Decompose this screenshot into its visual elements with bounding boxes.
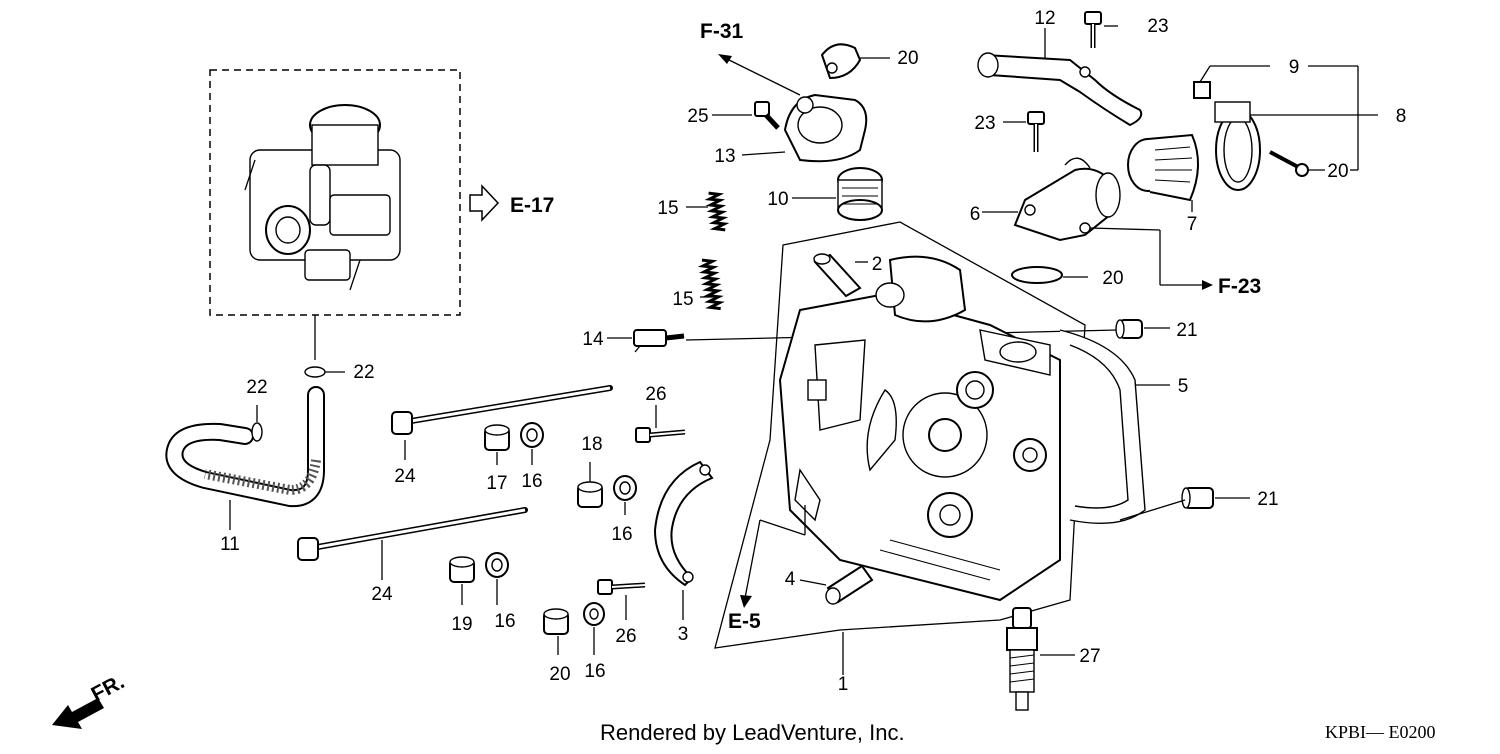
flange-bolt[interactable] bbox=[1027, 111, 1045, 152]
spring[interactable] bbox=[704, 191, 730, 232]
temperature-sensor[interactable] bbox=[633, 329, 685, 353]
callout-27[interactable]: 27 bbox=[1079, 646, 1100, 667]
dowel-pin[interactable] bbox=[813, 253, 862, 298]
washer[interactable] bbox=[485, 552, 509, 578]
callout-3[interactable]: 3 bbox=[678, 624, 689, 645]
washer[interactable] bbox=[613, 475, 637, 501]
callout-26[interactable]: 26 bbox=[645, 384, 666, 405]
callout-12[interactable]: 12 bbox=[1034, 8, 1055, 29]
callout-16[interactable]: 16 bbox=[494, 611, 515, 632]
dowel-pin[interactable] bbox=[1181, 487, 1214, 509]
callout-9[interactable]: 9 bbox=[1289, 57, 1300, 78]
dowel-pin[interactable] bbox=[825, 564, 874, 605]
flange-bolt[interactable] bbox=[635, 427, 686, 443]
callout-1[interactable]: 1 bbox=[838, 674, 849, 695]
washer[interactable] bbox=[583, 602, 605, 626]
callout-23[interactable]: 23 bbox=[1147, 16, 1168, 37]
reference-label-f23: F-23 bbox=[1218, 275, 1261, 298]
callout-15[interactable]: 15 bbox=[657, 198, 678, 219]
callout-20[interactable]: 20 bbox=[1327, 161, 1348, 182]
hose-clip[interactable] bbox=[304, 366, 326, 378]
flange-bolt[interactable] bbox=[597, 579, 646, 595]
diagram-code: KPBI— E0200 bbox=[1325, 722, 1436, 742]
clamp-screw[interactable] bbox=[1269, 150, 1309, 177]
washer[interactable] bbox=[520, 422, 544, 448]
dowel-pin[interactable] bbox=[1115, 319, 1143, 339]
callout-19[interactable]: 19 bbox=[451, 614, 472, 635]
spark-plug[interactable] bbox=[1006, 607, 1038, 711]
hose-clip[interactable] bbox=[251, 422, 263, 442]
callout-16[interactable]: 16 bbox=[584, 661, 605, 682]
callout-16[interactable]: 16 bbox=[521, 471, 542, 492]
cylinder-head[interactable] bbox=[714, 221, 1146, 649]
callout-24[interactable]: 24 bbox=[394, 466, 416, 487]
flange-bolt[interactable] bbox=[1084, 11, 1102, 48]
flange-bolt[interactable] bbox=[754, 101, 780, 130]
throttle-cable-bracket[interactable] bbox=[977, 52, 1143, 127]
insulator[interactable] bbox=[1127, 133, 1200, 202]
band-clamp[interactable] bbox=[1214, 101, 1261, 191]
callout-18[interactable]: 18 bbox=[581, 434, 602, 455]
cam-chain-guide[interactable] bbox=[653, 460, 714, 587]
callout-20[interactable]: 20 bbox=[897, 48, 918, 69]
stud-bolt[interactable] bbox=[297, 507, 528, 561]
reference-label-e17: E-17 bbox=[510, 194, 554, 217]
callout-2[interactable]: 2 bbox=[872, 254, 883, 275]
nut[interactable] bbox=[577, 481, 603, 508]
callout-4[interactable]: 4 bbox=[785, 569, 796, 590]
nut[interactable] bbox=[449, 556, 475, 583]
spring[interactable] bbox=[697, 258, 725, 311]
o-ring[interactable] bbox=[1011, 266, 1063, 284]
thermostat[interactable] bbox=[837, 167, 883, 221]
callout-23[interactable]: 23 bbox=[974, 113, 995, 134]
callout-16[interactable]: 16 bbox=[611, 524, 632, 545]
callout-14[interactable]: 14 bbox=[582, 329, 604, 350]
callout-20[interactable]: 20 bbox=[549, 664, 570, 685]
callout-17[interactable]: 17 bbox=[486, 473, 507, 494]
callout-24[interactable]: 24 bbox=[371, 584, 393, 605]
hose-clamp[interactable] bbox=[820, 43, 862, 80]
callout-7[interactable]: 7 bbox=[1187, 214, 1198, 235]
callout-6[interactable]: 6 bbox=[970, 204, 981, 225]
callout-22[interactable]: 22 bbox=[353, 362, 374, 383]
callout-22[interactable]: 22 bbox=[246, 377, 267, 398]
callout-26[interactable]: 26 bbox=[615, 626, 636, 647]
callout-25[interactable]: 25 bbox=[687, 106, 708, 127]
reference-arrow-e17[interactable]: E-17 bbox=[469, 184, 554, 222]
callout-20[interactable]: 20 bbox=[1102, 268, 1123, 289]
callout-11[interactable]: 11 bbox=[220, 534, 240, 555]
callout-13[interactable]: 13 bbox=[714, 146, 735, 167]
callout-15[interactable]: 15 bbox=[672, 289, 693, 310]
credit-text: Rendered by LeadVenture, Inc. bbox=[600, 720, 905, 745]
reference-label-f31: F-31 bbox=[700, 20, 744, 43]
carburetor-assembly[interactable] bbox=[209, 69, 461, 316]
callout-10[interactable]: 10 bbox=[767, 189, 788, 210]
nut[interactable] bbox=[484, 424, 510, 451]
reference-label-e5: E-5 bbox=[728, 610, 761, 633]
fuel-hose[interactable] bbox=[165, 386, 325, 508]
intake-manifold[interactable] bbox=[1013, 157, 1121, 242]
callout-21[interactable]: 21 bbox=[1257, 489, 1278, 510]
stud-bolt[interactable] bbox=[391, 385, 613, 435]
thermostat-cover[interactable] bbox=[783, 93, 868, 163]
nut[interactable] bbox=[543, 608, 569, 635]
front-direction-indicator: FR. bbox=[52, 670, 128, 729]
callout-21[interactable]: 21 bbox=[1176, 320, 1197, 341]
callout-8[interactable]: 8 bbox=[1396, 106, 1407, 127]
clamp-nut[interactable] bbox=[1193, 81, 1211, 99]
callout-5[interactable]: 5 bbox=[1178, 376, 1189, 397]
